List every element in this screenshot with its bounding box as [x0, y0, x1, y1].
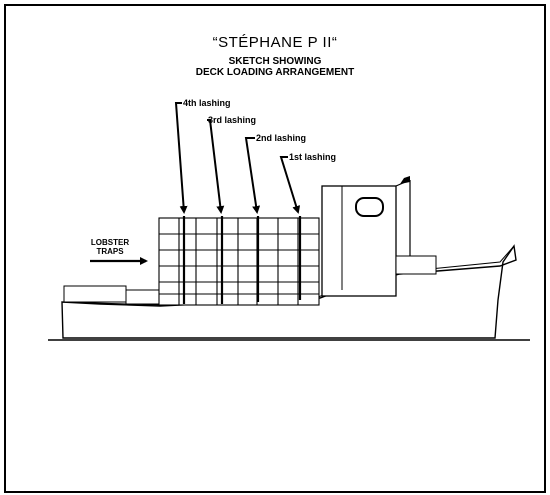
- sketch-subtitle-line2: DECK LOADING ARRANGEMENT: [195, 67, 355, 78]
- sketch-title: “STÉPHANE P II“: [212, 34, 338, 51]
- forward-deckhouse: [395, 255, 437, 275]
- wheelhouse-window: [355, 197, 384, 217]
- stern-box-2: [125, 289, 161, 305]
- label-4th-lashing: 4th lashing: [183, 98, 231, 108]
- label-2nd-lashing: 2nd lashing: [256, 133, 307, 143]
- arrow-4th-lashing: [174, 102, 188, 214]
- sketch-subtitle-line1: SKETCH SHOWING: [228, 56, 322, 67]
- lobster-trap-stack: [158, 217, 320, 306]
- mast: [400, 176, 410, 184]
- label-1st-lashing: 1st lashing: [289, 152, 337, 162]
- arrow-2nd-lashing: [244, 137, 261, 214]
- stern-box: [63, 285, 127, 303]
- lashing-straps: [182, 216, 302, 304]
- label-lobster: LOBSTER: [90, 238, 130, 247]
- arrow-3rd-lashing: [207, 119, 225, 214]
- arrow-1st-lashing: [279, 156, 301, 214]
- label-traps: TRAPS: [96, 247, 124, 256]
- label-3rd-lashing: 3rd lashing: [208, 115, 257, 125]
